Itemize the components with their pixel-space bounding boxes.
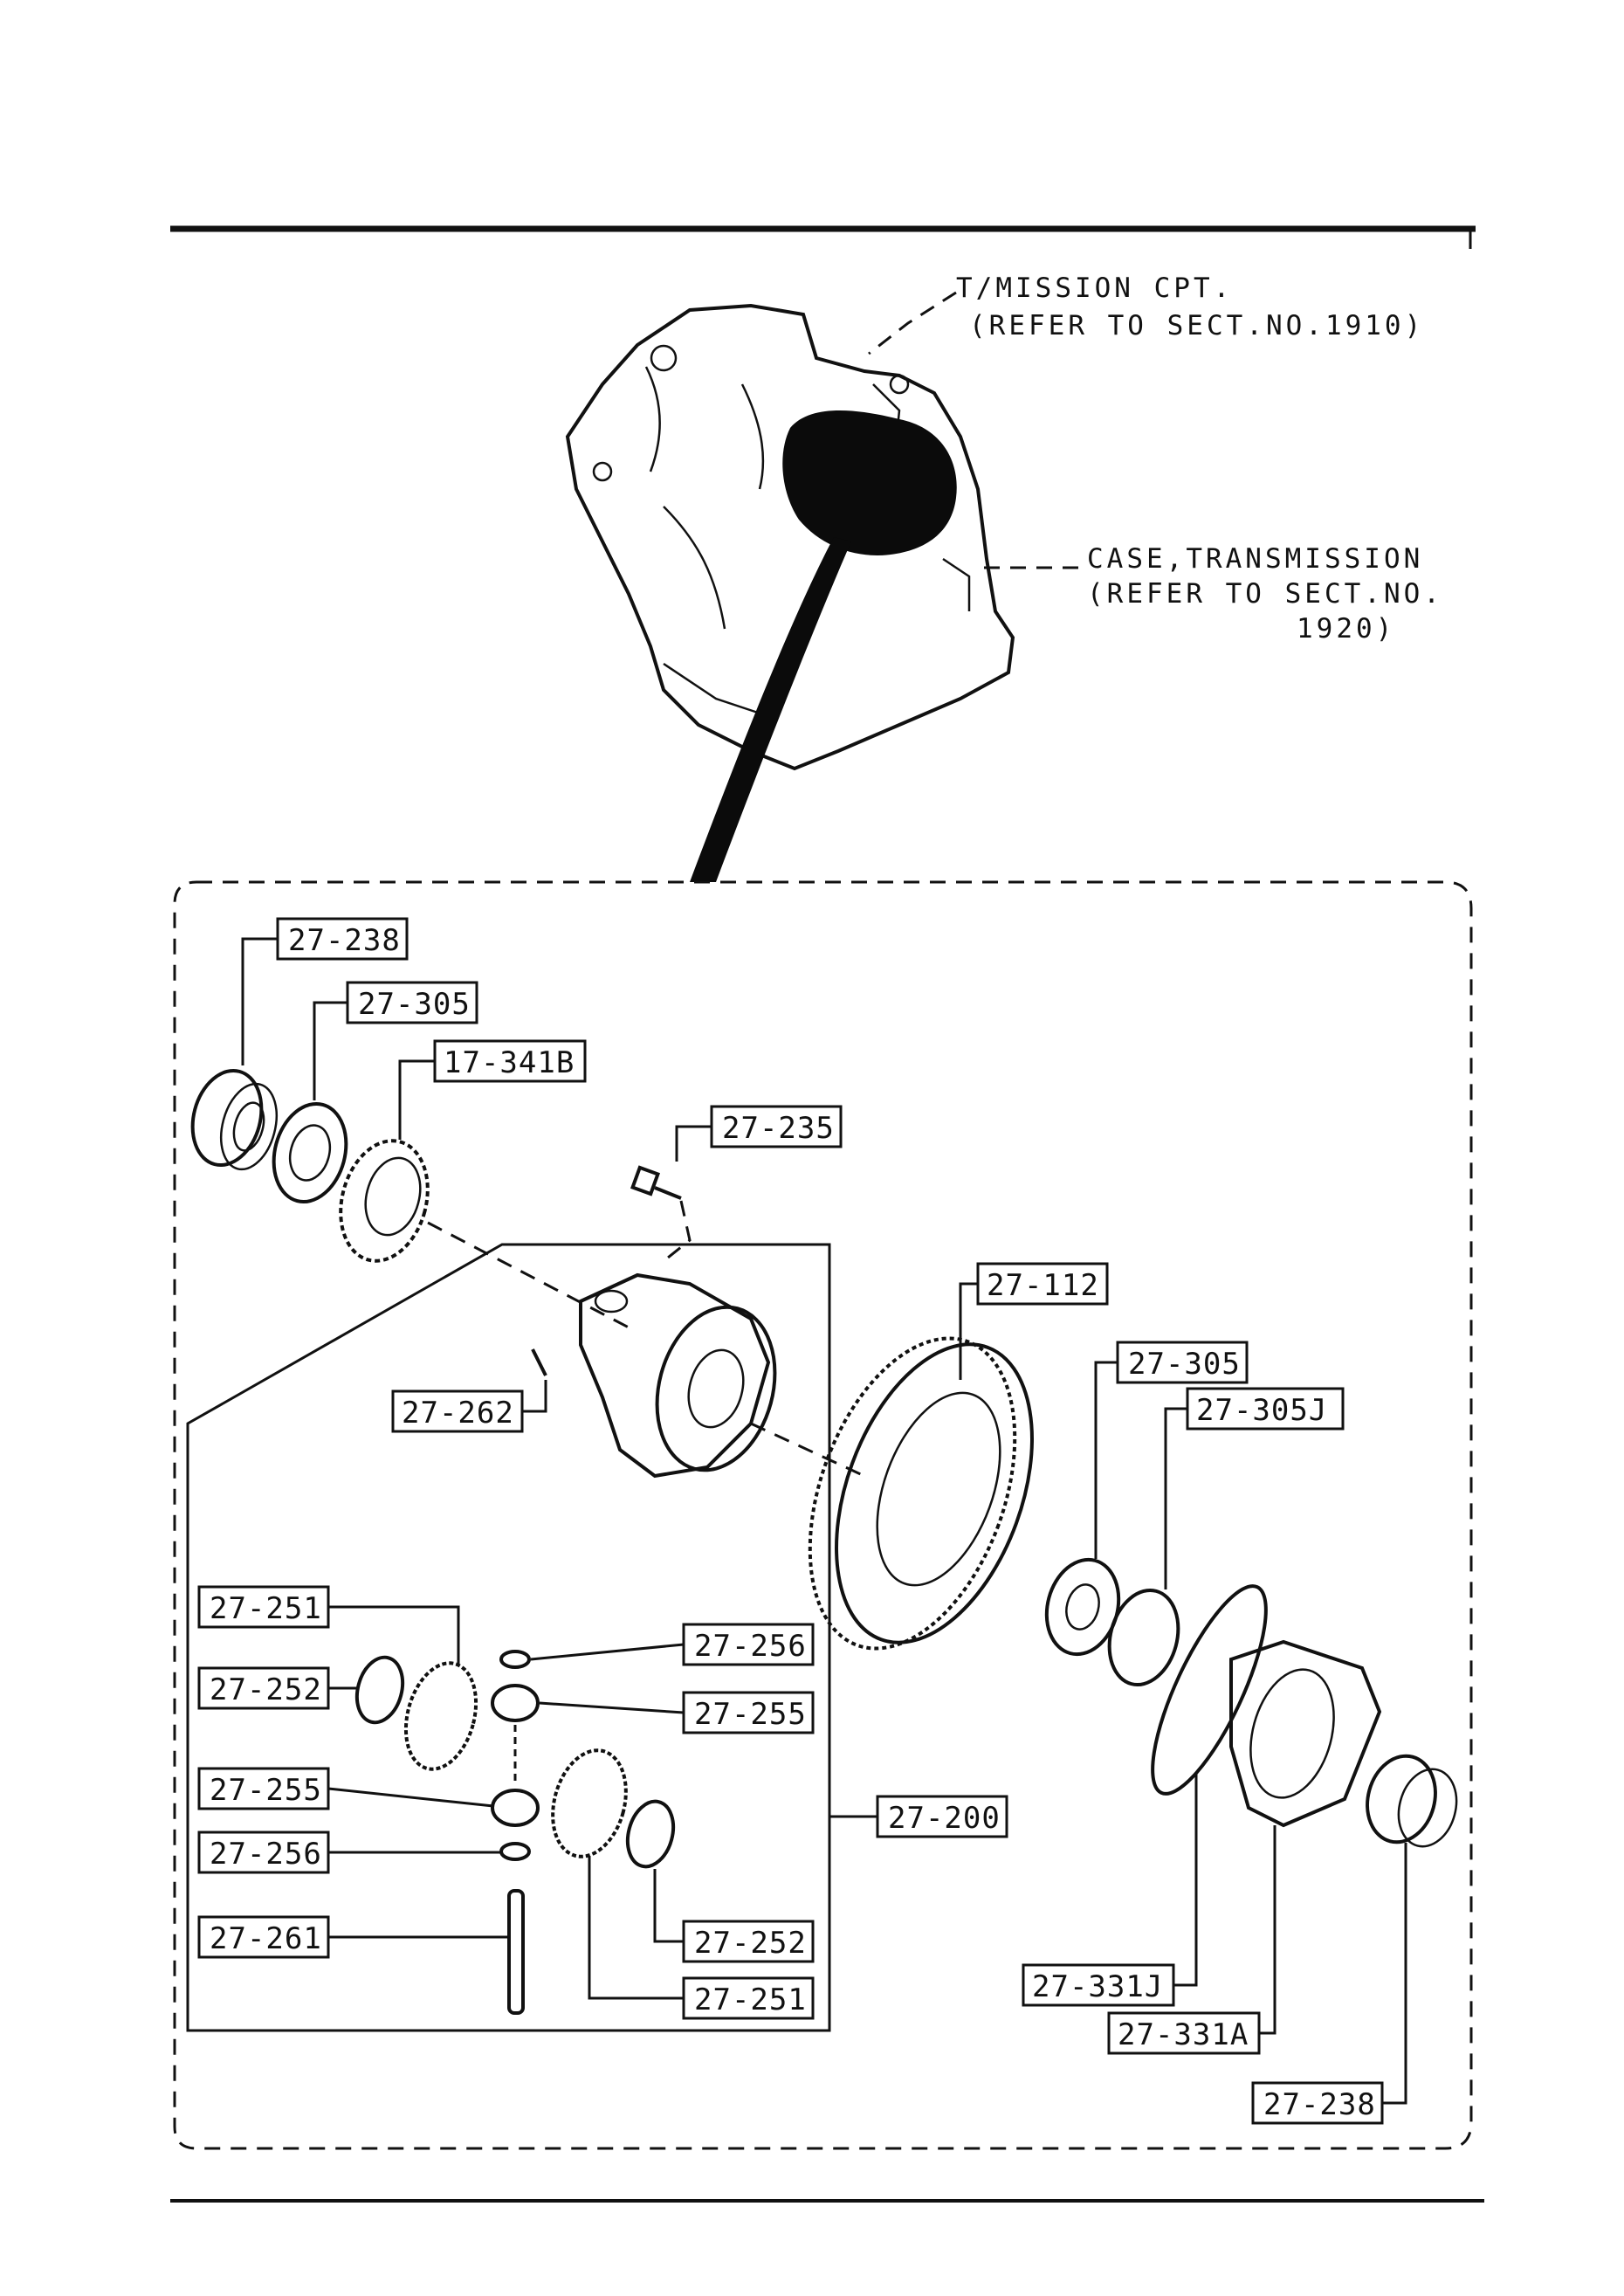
label-27-252-lower: 27-252 — [653, 1869, 815, 1963]
label-27-331A: 27-331A — [1107, 1825, 1276, 2055]
svg-text:27-252: 27-252 — [694, 1926, 807, 1961]
svg-text:27-255: 27-255 — [210, 1773, 322, 1808]
tmission-note-line1: T/MISSION CPT. — [956, 272, 1233, 304]
case-note-line1: CASE,TRANSMISSION — [1087, 543, 1423, 575]
tmission-leader — [868, 291, 957, 355]
label-27-235: 27-235 — [675, 1105, 843, 1162]
bearing-race-right — [1366, 1754, 1458, 1848]
oil-seal-left — [272, 1101, 348, 1204]
bearing-right — [1044, 1557, 1121, 1657]
side-gear-lower — [551, 1748, 628, 1858]
label-27-251-lower: 27-251 — [588, 1856, 815, 2020]
shim-right — [1107, 1588, 1180, 1687]
pinion-washer-lower — [499, 1842, 531, 1861]
knock-pin — [531, 1348, 547, 1376]
svg-text:27-252: 27-252 — [210, 1672, 322, 1707]
label-27-112: 27-112 — [959, 1262, 1109, 1380]
bearing-housing — [1229, 1639, 1382, 1828]
callout-wedge — [690, 537, 851, 882]
bolt — [630, 1165, 682, 1200]
pinion-washer-upper — [499, 1650, 531, 1669]
label-27-252-upper: 27-252 — [197, 1666, 358, 1710]
svg-text:27-305: 27-305 — [358, 987, 471, 1022]
svg-text:27-256: 27-256 — [694, 1629, 807, 1664]
svg-text:27-262: 27-262 — [402, 1396, 514, 1431]
svg-text:27-200: 27-200 — [888, 1801, 1001, 1836]
o-ring — [1151, 1584, 1268, 1796]
label-27-200: 27-200 — [829, 1795, 1008, 1838]
svg-text:27-255: 27-255 — [694, 1697, 807, 1732]
differential-location-shading — [782, 410, 957, 555]
svg-text:27-238: 27-238 — [1263, 2087, 1376, 2122]
svg-text:27-251: 27-251 — [694, 1982, 807, 2017]
pinion-shaft — [507, 1889, 525, 2015]
svg-text:17-341B: 17-341B — [444, 1045, 575, 1080]
transmission-assembly-illustration — [565, 303, 1015, 882]
label-27-305-right: 27-305 — [1094, 1341, 1249, 1559]
label-27-261: 27-261 — [197, 1915, 509, 1959]
case-note-line2: (REFER TO SECT.NO. — [1087, 578, 1443, 610]
svg-text:27-331J: 27-331J — [1032, 1969, 1163, 2004]
label-27-305J: 27-305J — [1164, 1387, 1345, 1589]
label-27-262: 27-262 — [391, 1380, 547, 1433]
label-27-256-lower: 27-256 — [197, 1831, 500, 1874]
label-27-238-right: 27-238 — [1251, 1843, 1407, 2125]
differential-case-part — [579, 1272, 777, 1479]
bearing-left — [190, 1068, 278, 1171]
svg-text:27-251: 27-251 — [210, 1591, 322, 1626]
pinion-gear-lower — [491, 1789, 540, 1827]
label-27-255-lower: 27-255 — [197, 1767, 494, 1810]
speedometer-drive-gear — [339, 1139, 430, 1263]
label-27-238-top: 27-238 — [241, 917, 409, 1065]
pinion-gear-upper — [491, 1684, 540, 1722]
diff-case-assembly-bracket — [186, 1243, 831, 2032]
svg-text:27-305: 27-305 — [1128, 1347, 1241, 1382]
svg-text:27-238: 27-238 — [288, 923, 401, 958]
assembly-line-1 — [427, 1221, 630, 1329]
tmission-note-line2: (REFER TO SECT.NO.1910) — [969, 310, 1424, 341]
case-note-line3: 1920) — [1297, 613, 1395, 645]
label-27-255-upper: 27-255 — [539, 1691, 815, 1734]
assembly-line-2 — [750, 1422, 865, 1478]
side-gear-upper — [403, 1661, 478, 1771]
label-27-305-top: 27-305 — [313, 981, 478, 1100]
svg-text:27-331A: 27-331A — [1118, 2017, 1249, 2052]
svg-text:27-305J: 27-305J — [1196, 1393, 1327, 1428]
label-27-256-upper: 27-256 — [530, 1623, 815, 1666]
label-27-251-upper: 27-251 — [197, 1585, 460, 1664]
thrust-washer-upper — [354, 1655, 405, 1725]
label-27-331J: 27-331J — [1022, 1773, 1198, 2007]
assembly-line-bolt — [667, 1200, 692, 1259]
thrust-washer-lower — [625, 1799, 676, 1869]
svg-text:27-256: 27-256 — [210, 1837, 322, 1872]
label-17-341B: 17-341B — [398, 1039, 587, 1140]
svg-text:27-112: 27-112 — [987, 1268, 1099, 1303]
detail-boundary — [173, 880, 1473, 2150]
ring-gear — [808, 1336, 1034, 1651]
svg-text:27-235: 27-235 — [722, 1111, 835, 1146]
svg-text:27-261: 27-261 — [210, 1921, 322, 1956]
